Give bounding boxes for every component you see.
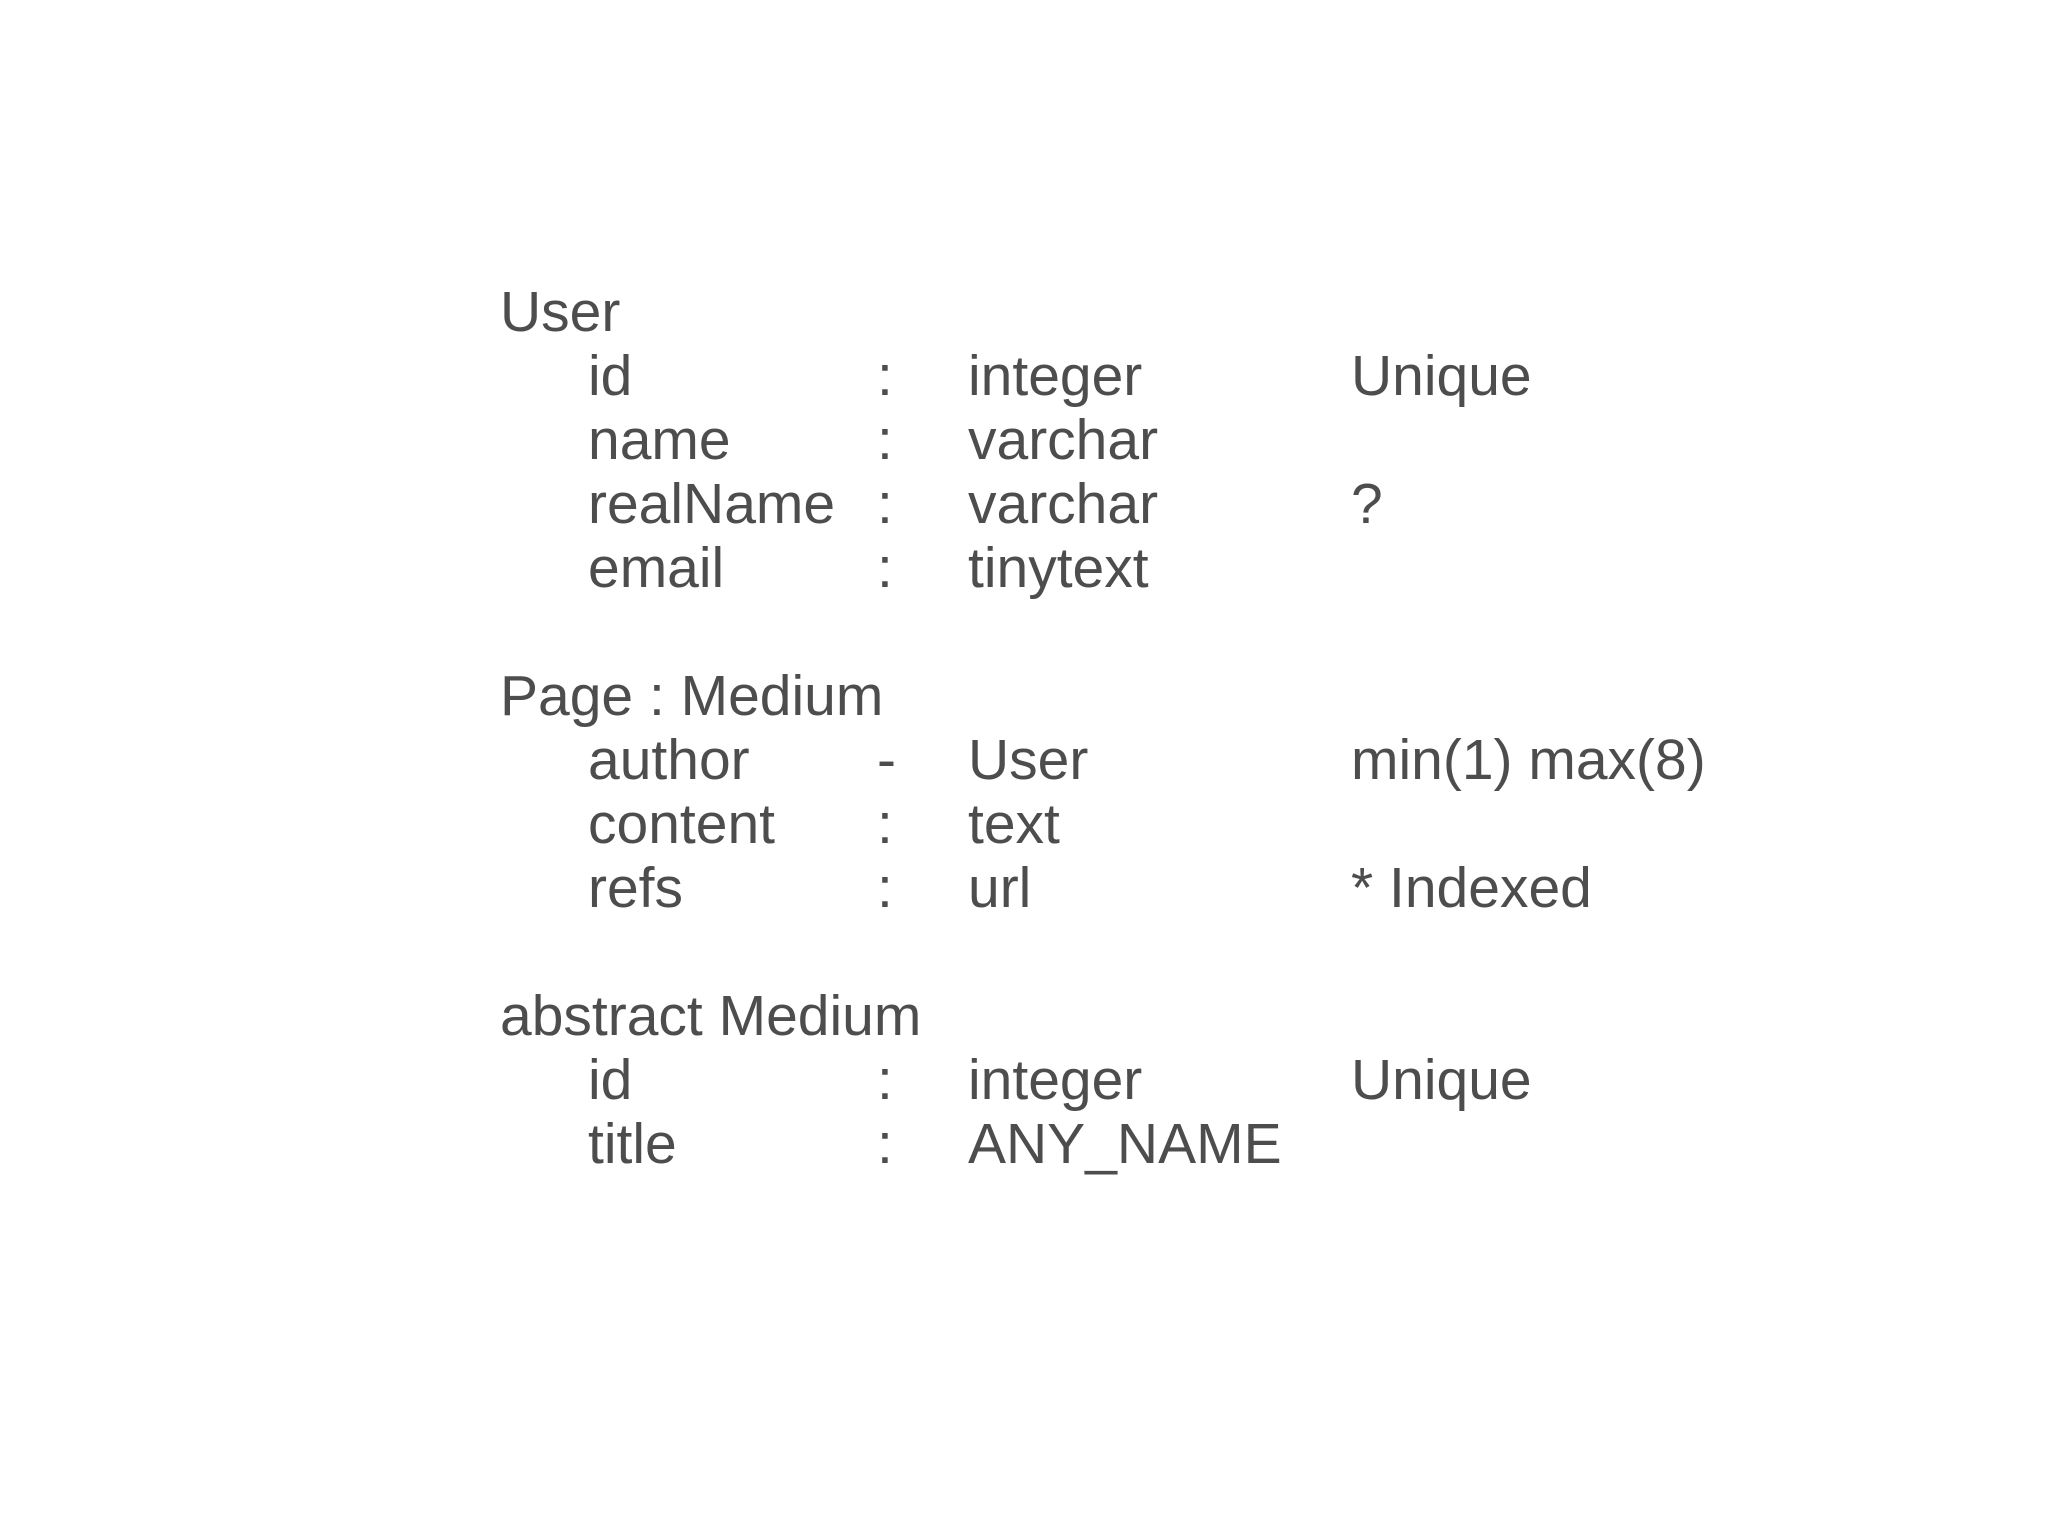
field-row: title : ANY_NAME xyxy=(588,1112,1706,1176)
field-type: integer xyxy=(968,344,1143,408)
field-annotation: min(1) max(8) xyxy=(1351,728,1706,792)
field-name: id xyxy=(588,1048,633,1112)
field-separator: : xyxy=(877,408,893,472)
entity-title-abstract-medium: abstract Medium xyxy=(500,984,922,1048)
field-row: realName : varchar ? xyxy=(588,472,1706,536)
field-type: integer xyxy=(968,1048,1143,1112)
field-row: author - User min(1) max(8) xyxy=(588,728,1706,792)
field-type: url xyxy=(968,856,1032,920)
field-name: content xyxy=(588,792,775,856)
field-separator: : xyxy=(877,472,893,536)
field-name: author xyxy=(588,728,750,792)
field-separator: : xyxy=(877,536,893,600)
field-name: name xyxy=(588,408,731,472)
field-row: id : integer Unique xyxy=(588,344,1706,408)
blank-line xyxy=(500,920,1706,984)
field-separator: : xyxy=(877,1048,893,1112)
field-annotation xyxy=(1351,1112,1706,1176)
field-type: varchar xyxy=(968,472,1159,536)
blank-line xyxy=(500,600,1706,664)
field-annotation xyxy=(1351,792,1706,856)
field-name: realName xyxy=(588,472,836,536)
field-annotation: Unique xyxy=(1351,1048,1532,1112)
field-row: name : varchar xyxy=(588,408,1706,472)
field-name: title xyxy=(588,1112,677,1176)
field-row: email : tinytext xyxy=(588,536,1706,600)
field-name: email xyxy=(588,536,725,600)
field-separator: : xyxy=(877,344,893,408)
field-type: varchar xyxy=(968,408,1159,472)
field-annotation: * Indexed xyxy=(1351,856,1592,920)
field-annotation: ? xyxy=(1351,472,1383,536)
field-type: User xyxy=(968,728,1089,792)
field-separator: : xyxy=(877,1112,893,1176)
field-type: ANY_NAME xyxy=(968,1112,1282,1176)
field-row: content : text xyxy=(588,792,1706,856)
field-annotation xyxy=(1351,408,1706,472)
field-name: id xyxy=(588,344,633,408)
field-name: refs xyxy=(588,856,684,920)
entity-title-user: User xyxy=(500,280,621,344)
field-type: text xyxy=(968,792,1060,856)
field-separator: - xyxy=(877,728,896,792)
entity-title-page: Page : Medium xyxy=(500,664,884,728)
field-separator: : xyxy=(877,792,893,856)
field-annotation: Unique xyxy=(1351,344,1532,408)
field-separator: : xyxy=(877,856,893,920)
schema-listing: User id : integer Unique name : varchar … xyxy=(500,280,1706,1176)
field-type: tinytext xyxy=(968,536,1149,600)
field-annotation xyxy=(1351,536,1706,600)
field-row: id : integer Unique xyxy=(588,1048,1706,1112)
field-row: refs : url * Indexed xyxy=(588,856,1706,920)
